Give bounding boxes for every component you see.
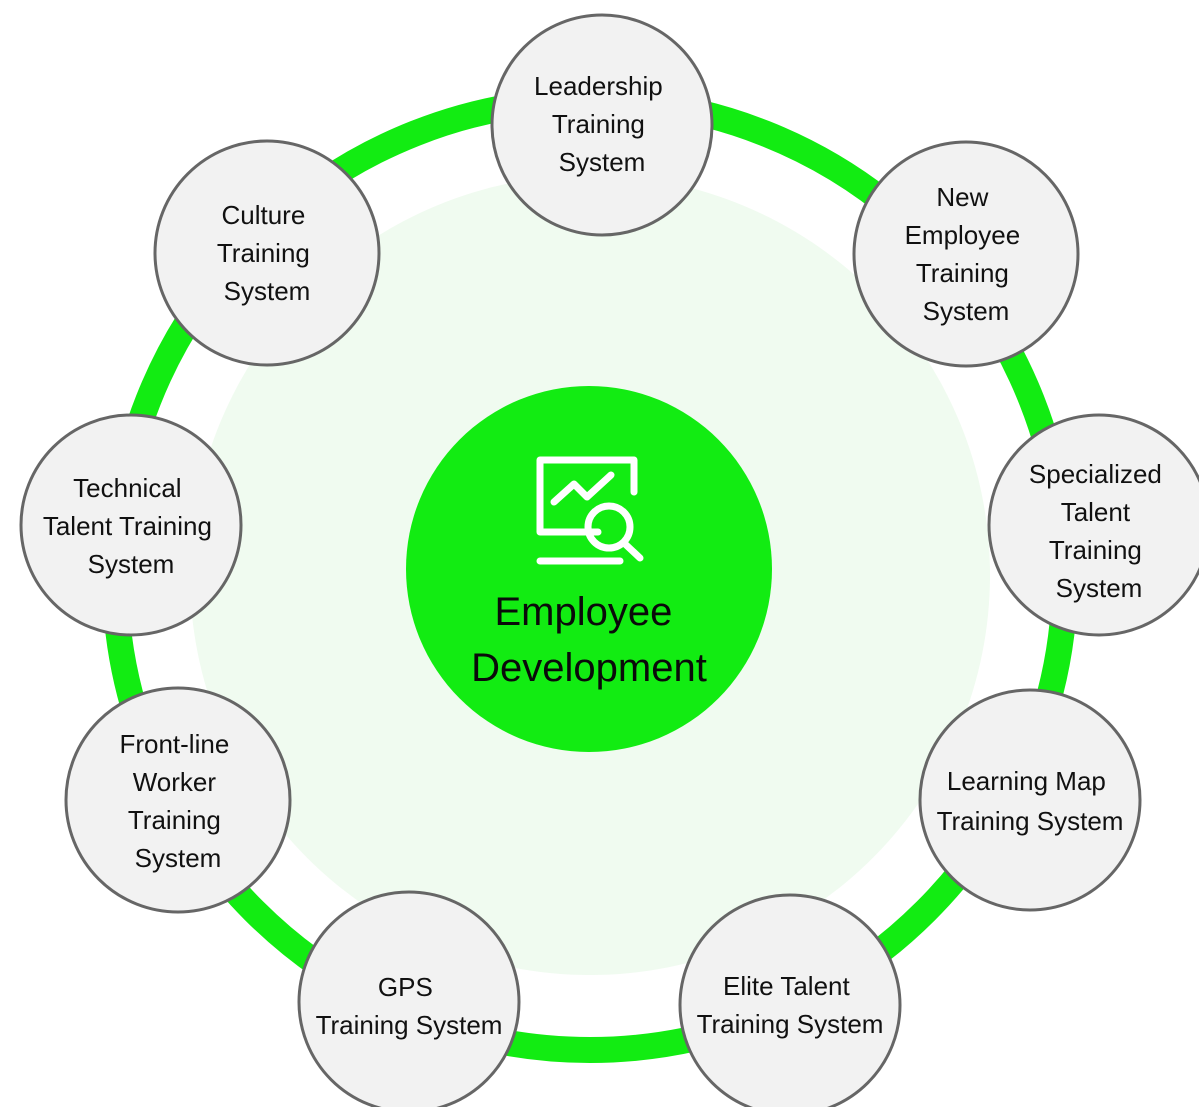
center-title: Employee Development (471, 590, 707, 690)
node-circle (19, 413, 243, 637)
training-system-nodes: Leadership Training System New Employee … (19, 13, 1199, 1107)
center-hub: Employee Development (406, 386, 772, 752)
node-gps-label: GPS Training System (316, 972, 503, 1040)
node-circle (153, 139, 381, 367)
node-front-line-worker[interactable]: Front-line Worker Training System (64, 686, 292, 914)
node-elite-talent[interactable]: Elite Talent Training System (678, 893, 902, 1107)
node-specialized-talent-label: Specialized Talent Training System (1029, 459, 1169, 603)
node-circle (852, 140, 1080, 368)
node-label-line: Talent Training (43, 511, 212, 541)
node-leadership-label: Leadership Training System (534, 71, 670, 177)
node-label-line: Learning Map (947, 766, 1106, 796)
node-label-line: Employee (905, 220, 1021, 250)
node-label-line: Elite Talent (723, 971, 850, 1001)
node-elite-talent-label: Elite Talent Training System (697, 971, 884, 1039)
center-circle (406, 386, 772, 752)
node-label-line: System (1056, 573, 1143, 603)
node-label-line: Specialized (1029, 459, 1162, 489)
node-learning-map-label: Learning Map Training System (937, 766, 1124, 836)
node-circle (490, 13, 714, 237)
node-label-line: GPS (378, 972, 433, 1002)
node-technical-talent-label: Technical Talent Training System (43, 473, 219, 579)
node-circle (64, 686, 292, 914)
node-learning-map[interactable]: Learning Map Training System (918, 688, 1142, 912)
node-label-line: Training (128, 805, 221, 835)
node-circle (987, 413, 1199, 637)
node-label-line: Culture (221, 200, 305, 230)
node-leadership[interactable]: Leadership Training System (490, 13, 714, 237)
node-label-line: Technical (73, 473, 181, 503)
node-specialized-talent[interactable]: Specialized Talent Training System (987, 413, 1199, 637)
node-label-line: Front-line (119, 729, 229, 759)
center-title-line-1: Employee (495, 590, 673, 634)
node-label-line: New (936, 182, 988, 212)
node-label-line: Worker (133, 767, 217, 797)
node-label-line: Training (217, 238, 310, 268)
node-new-employee[interactable]: New Employee Training System (852, 140, 1080, 368)
monitor-chart-search-icon (536, 456, 644, 565)
node-label-line: Training System (316, 1010, 503, 1040)
node-culture-label: Culture Training System (217, 200, 317, 306)
node-label-line: Training System (937, 806, 1124, 836)
node-label-line: Training (1049, 535, 1142, 565)
node-culture[interactable]: Culture Training System (153, 139, 381, 367)
node-technical-talent[interactable]: Technical Talent Training System (19, 413, 243, 637)
node-label-line: System (224, 276, 311, 306)
node-new-employee-label: New Employee Training System (905, 182, 1028, 326)
node-label-line: Training (916, 258, 1009, 288)
node-gps[interactable]: GPS Training System (297, 890, 521, 1107)
node-label-line: Talent (1061, 497, 1131, 527)
node-label-line: Training (552, 109, 645, 139)
node-label-line: Training System (697, 1009, 884, 1039)
node-circle (678, 893, 902, 1107)
node-label-line: System (923, 296, 1010, 326)
node-circle (297, 890, 521, 1107)
center-title-line-2: Development (471, 646, 707, 690)
node-label-line: System (135, 843, 222, 873)
node-front-line-worker-label: Front-line Worker Training System (119, 729, 236, 873)
node-circle (918, 688, 1142, 912)
node-label-line: Leadership (534, 71, 663, 101)
node-label-line: System (559, 147, 646, 177)
node-label-line: System (88, 549, 175, 579)
